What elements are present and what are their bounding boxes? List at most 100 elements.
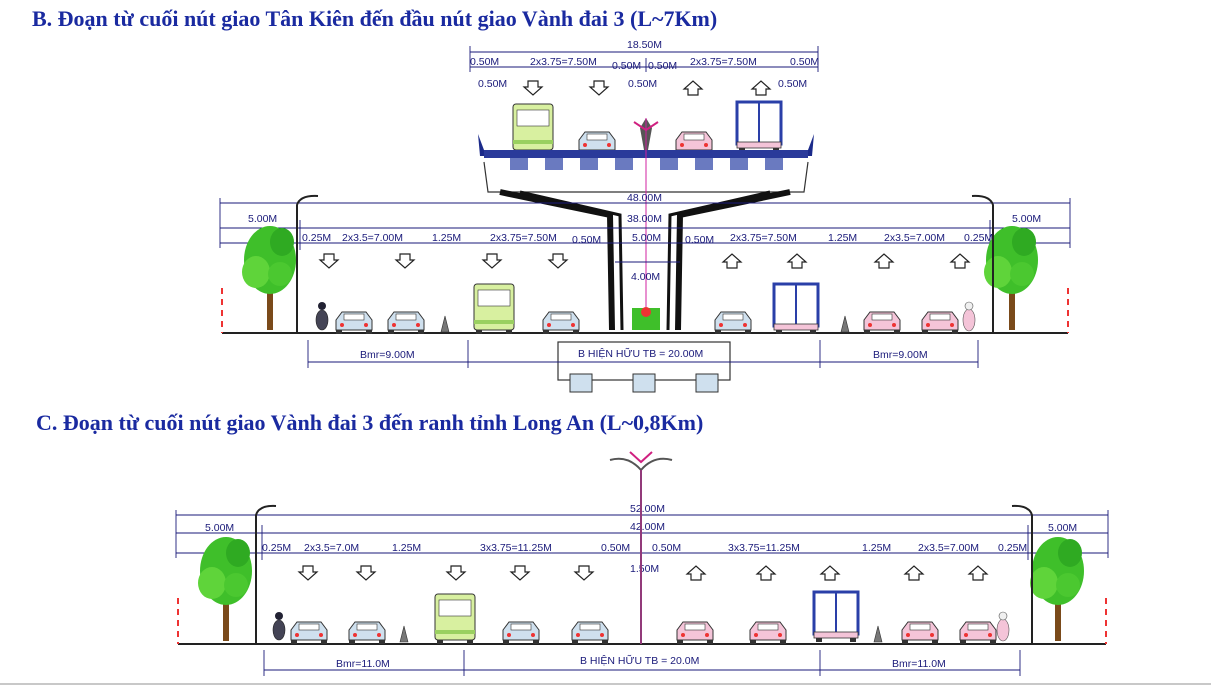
elevated-median-left: 0.50M	[612, 60, 641, 72]
lane-direction-down-icon	[356, 565, 376, 581]
c-carriageway-width: 42.00M	[630, 521, 665, 533]
lane-direction-down-icon	[298, 565, 318, 581]
lane-direction-down-icon	[523, 80, 543, 96]
section-b-elevated-deck	[478, 100, 814, 331]
lane-direction-down-icon	[395, 253, 415, 269]
elevated-median-right: 0.50M	[648, 60, 677, 72]
c-sidewalk-left: 5.00M	[205, 522, 234, 534]
pier-width: 4.00M	[631, 271, 660, 283]
scooter-icon	[996, 611, 1010, 642]
lane-direction-down-icon	[482, 253, 502, 269]
c-right-edge: 0.25M	[998, 542, 1027, 554]
lane-direction-down-icon	[446, 565, 466, 581]
bus-icon	[473, 283, 515, 335]
ground-right-edge: 0.25M	[964, 232, 993, 244]
deck-girder	[660, 158, 678, 170]
c-median: 1.50M	[630, 563, 659, 575]
section-c-title: C. Đoạn từ cuối nút giao Vành đai 3 đến …	[36, 410, 704, 435]
median-shrub-icon	[641, 307, 651, 317]
ground-carriageway-width: 38.00M	[627, 213, 662, 225]
tree-icon	[198, 537, 252, 641]
motorbike-icon	[315, 301, 329, 331]
c-right-mixed: 2x3.5=7.00M	[918, 542, 979, 554]
bmr-right-width: Bmr=9.00M	[873, 349, 928, 361]
deck-girder	[615, 158, 633, 170]
truck-icon	[735, 100, 783, 154]
section-b-ground-road	[221, 194, 1069, 393]
deck-girder	[580, 158, 598, 170]
median-shrub-icon	[632, 308, 660, 330]
c-overall-width: 52.00M	[630, 503, 665, 515]
car-icon	[863, 311, 901, 335]
lane-direction-down-icon	[319, 253, 339, 269]
deck-girder	[545, 158, 563, 170]
car-icon	[335, 311, 373, 335]
ground-median: 5.00M	[632, 232, 661, 244]
section-c-dimensions: 52.00M 42.00M 5.00M 5.00M 0.25M 2x3.5=7.…	[175, 503, 1109, 581]
c-left-mixed: 2x3.5=7.0M	[304, 542, 359, 554]
lane-direction-down-icon	[589, 80, 609, 96]
cone-icon	[873, 625, 883, 643]
lane-direction-up-icon	[722, 253, 742, 269]
truck-icon	[772, 282, 820, 336]
section-c-bottom-dimensions: Bmr=11.0M B HIỆN HỮU TB = 20.0M Bmr=11.0…	[263, 650, 1021, 676]
car-icon	[387, 311, 425, 335]
deck-girder	[695, 158, 713, 170]
ground-right-mixed: 2x3.5=7.00M	[884, 232, 945, 244]
section-b-ground-dimensions: 48.00M 38.00M 5.00M 5.00M 0.25M 2x3.5=7.…	[219, 192, 1071, 283]
lane-direction-up-icon	[968, 565, 988, 581]
ground-left-main: 2x3.75=7.50M	[490, 232, 557, 244]
car-icon	[348, 621, 386, 645]
elevated-right-edge: 0.50M	[790, 56, 819, 68]
ground-sidewalk-left: 5.00M	[248, 213, 277, 225]
motorbike-icon	[272, 611, 286, 641]
c-sidewalk-right: 5.00M	[1048, 522, 1077, 534]
scooter-icon	[962, 301, 976, 332]
c-right-main: 3x3.75=11.25M	[728, 542, 800, 554]
truck-icon	[812, 590, 860, 644]
street-lamp-icon	[971, 194, 994, 333]
section-b-bottom-dimensions: Bmr=9.00M B HIỆN HỮU TB = 20.00M Bmr=9.0…	[307, 340, 979, 368]
elevated-left-lanes: 2x3.75=7.50M	[530, 56, 597, 68]
lane-direction-up-icon	[904, 565, 924, 581]
street-lamp-icon	[255, 504, 277, 644]
street-lamp-icon	[1011, 504, 1033, 644]
car-icon	[749, 621, 787, 645]
ground-median-gap-left: 0.50M	[572, 234, 601, 246]
car-icon	[676, 621, 714, 645]
cone-icon	[440, 315, 450, 333]
car-icon	[714, 311, 752, 335]
elevated-sub-right: 0.50M	[778, 78, 807, 90]
cone-icon	[399, 625, 409, 643]
lane-direction-up-icon	[683, 80, 703, 96]
car-icon	[921, 311, 959, 335]
elevated-right-lanes: 2x3.75=7.50M	[690, 56, 757, 68]
deck-girder	[730, 158, 748, 170]
elevated-total-width: 18.50M	[627, 39, 662, 51]
lane-direction-down-icon	[548, 253, 568, 269]
section-c-road	[177, 451, 1107, 645]
deck-girder	[510, 158, 528, 170]
ground-left-separator: 1.25M	[432, 232, 461, 244]
bus-icon	[434, 593, 476, 645]
lane-direction-up-icon	[874, 253, 894, 269]
c-bmr-left-width: Bmr=11.0M	[336, 658, 390, 670]
lane-direction-up-icon	[686, 565, 706, 581]
elevated-sub-center: 0.50M	[628, 78, 657, 90]
existing-road-width: B HIỆN HỮU TB = 20.00M	[578, 347, 703, 360]
car-icon	[290, 621, 328, 645]
car-icon	[959, 621, 997, 645]
lane-direction-up-icon	[950, 253, 970, 269]
c-left-separator: 1.25M	[392, 542, 421, 554]
ground-right-main: 2x3.75=7.50M	[730, 232, 797, 244]
pile-cap	[569, 373, 593, 393]
ground-left-edge: 0.25M	[302, 232, 331, 244]
c-left-edge: 0.25M	[262, 542, 291, 554]
c-left-main: 3x3.75=11.25M	[480, 542, 552, 554]
pile-cap	[632, 373, 656, 393]
pile-cap	[695, 373, 719, 393]
lane-direction-up-icon	[787, 253, 807, 269]
ground-median-gap-right: 0.50M	[685, 234, 714, 246]
lane-direction-down-icon	[510, 565, 530, 581]
